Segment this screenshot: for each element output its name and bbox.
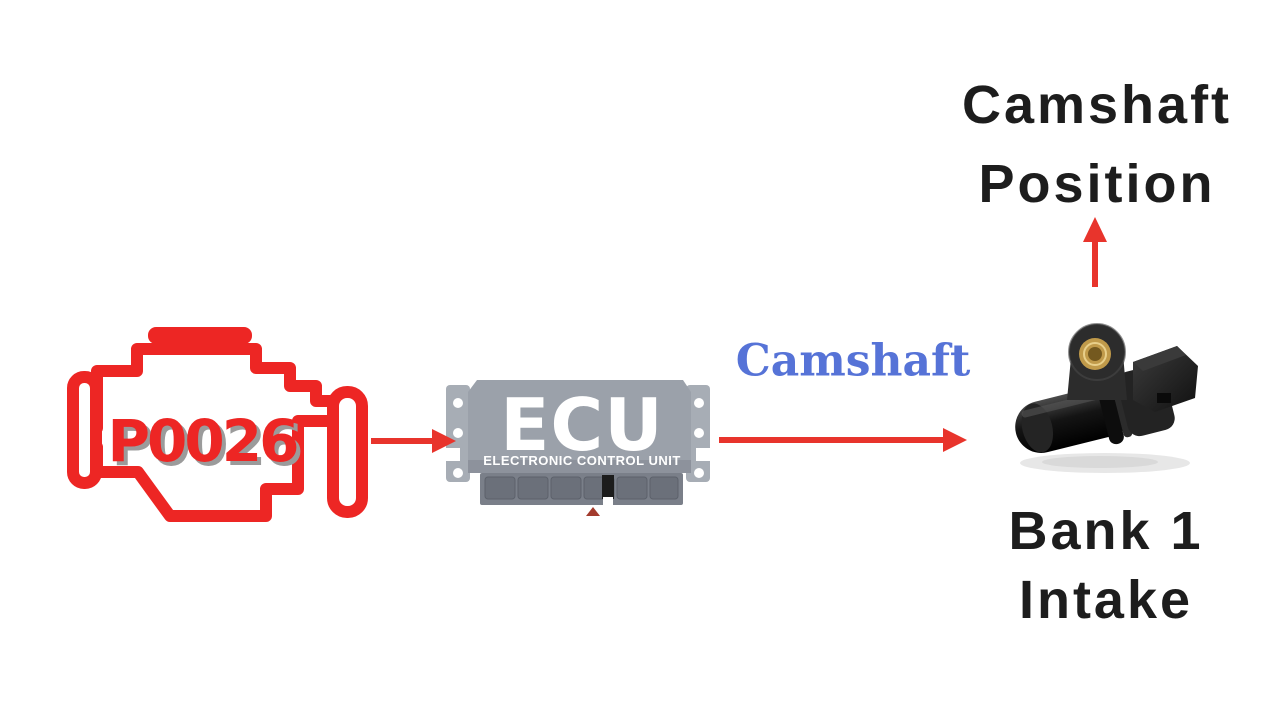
ecu-body-lower-band xyxy=(468,460,691,473)
ecu-connector-gap xyxy=(603,497,613,507)
sensor-connector-nub xyxy=(1157,393,1171,403)
ecu-mount-hole xyxy=(453,468,463,478)
engine-left-bar xyxy=(67,371,102,489)
sensor-top-label: Camshaft Position xyxy=(962,66,1232,224)
sensor-top-label-line2: Position xyxy=(978,154,1216,214)
arrow-sensor-to-label xyxy=(1083,217,1107,287)
ecu-mount-hole xyxy=(694,428,704,438)
ecu-mount-hole xyxy=(453,398,463,408)
ecu-connector-segments xyxy=(484,476,679,500)
ecu-connector-key-slot xyxy=(602,475,614,499)
wire-label: Camshaft xyxy=(735,335,971,387)
sensor-shadow-inner xyxy=(1042,456,1158,468)
ecu-body xyxy=(468,380,691,473)
sensor-bushing-ring xyxy=(1083,342,1107,366)
check-engine-icon: P0026 P0026 xyxy=(67,327,368,522)
ecu-mount-hole xyxy=(453,428,463,438)
ecu-flange-notch xyxy=(696,448,710,461)
sensor-top-label-line1: Camshaft xyxy=(961,75,1233,135)
camshaft-position-sensor-image xyxy=(1015,323,1198,473)
ecu-mount-hole xyxy=(694,398,704,408)
engine-right-bar xyxy=(327,386,368,518)
ecu-title: ECU xyxy=(500,383,664,467)
sensor-connector-facet xyxy=(1133,346,1186,371)
sensor-bottom-label: Bank 1 Intake xyxy=(1008,497,1203,635)
sensor-bottom-label-line1: Bank 1 xyxy=(1008,501,1204,561)
arrow-ecu-to-sensor xyxy=(719,428,967,452)
ecu-mount-hole xyxy=(694,468,704,478)
sensor-bottom-label-line2: Intake xyxy=(1018,570,1194,630)
sensor-bushing-hole xyxy=(1088,347,1102,361)
ecu-module: ECU ELECTRONIC CONTROL UNIT xyxy=(446,380,710,507)
engine-code: P0026 xyxy=(108,407,298,475)
sensor-ear-edge xyxy=(1068,323,1126,381)
engine-code-shadow: P0026 xyxy=(112,411,302,479)
ecu-flange-notch xyxy=(446,448,460,461)
engine-exhaust-cap xyxy=(148,327,252,344)
ecu-subtitle: ELECTRONIC CONTROL UNIT xyxy=(483,453,681,468)
